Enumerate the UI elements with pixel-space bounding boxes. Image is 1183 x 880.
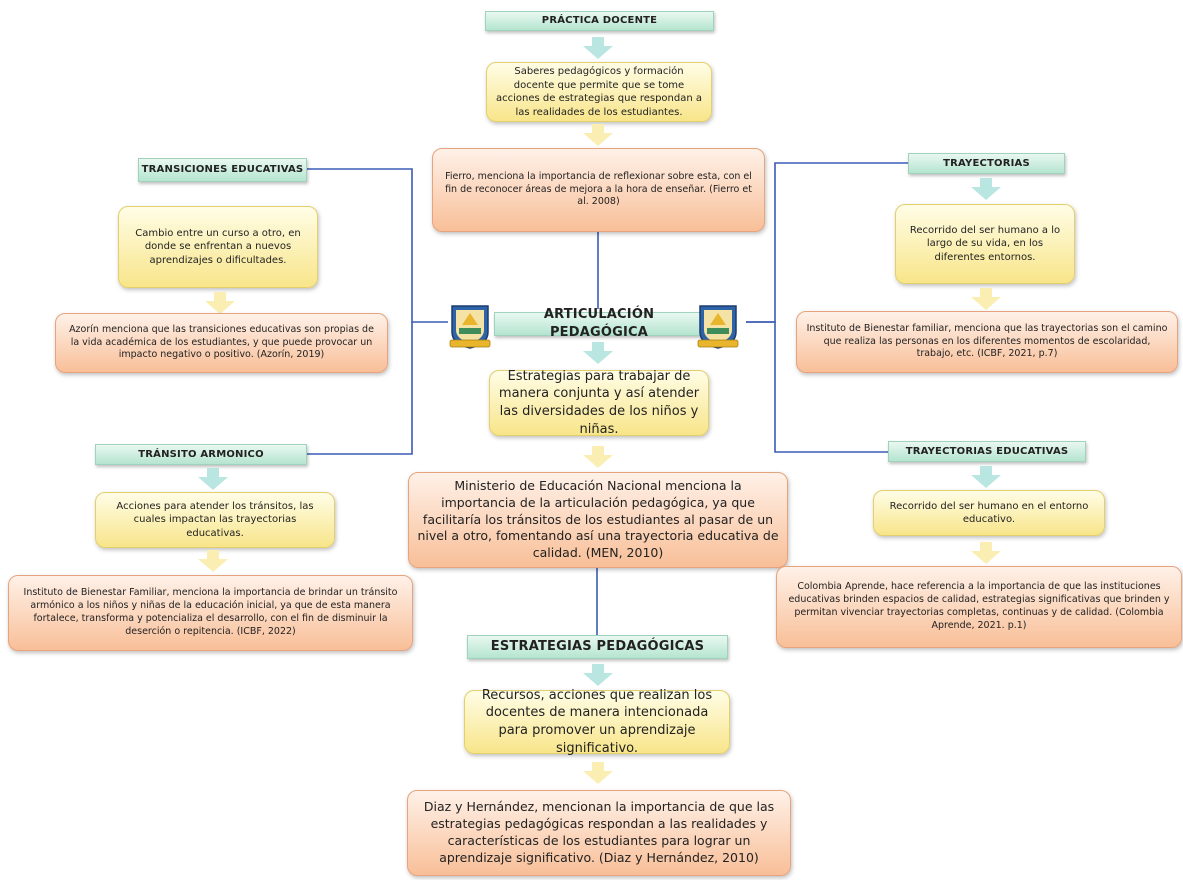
articulacion-pedagogica-citation: Ministerio de Educación Nacional mencion… <box>408 472 788 568</box>
arrow-down-icon <box>971 542 1001 564</box>
estrategias-pedagogicas-definition: Recursos, acciones que realizan los doce… <box>464 688 730 756</box>
trayectorias-educativas-header: TRAYECTORIAS EDUCATIVAS <box>888 441 1086 462</box>
connector-trayectorias <box>746 162 908 323</box>
arrow-down-icon <box>583 37 613 59</box>
arrow-down-icon <box>583 342 613 364</box>
arrow-down-icon <box>583 664 613 686</box>
arrow-down-icon <box>583 124 613 146</box>
arrow-down-icon <box>583 446 613 468</box>
estrategias-pedagogicas-citation: Diaz y Hernández, mencionan la importanc… <box>407 790 791 876</box>
trayectorias-header: TRAYECTORIAS <box>908 153 1065 174</box>
practica-docente-definition: Saberes pedagógicos y formación docente … <box>486 62 712 122</box>
arrow-down-icon <box>198 550 228 572</box>
transito-armonico-definition: Acciones para atender los tránsitos, las… <box>95 492 335 548</box>
connector-transiciones <box>307 168 448 323</box>
left-crest-icon <box>449 305 491 349</box>
articulacion-pedagogica-header: ARTICULACIÓN PEDAGÓGICA <box>494 307 704 340</box>
arrow-down-icon <box>971 466 1001 488</box>
articulacion-pedagogica-definition: Estrategias para trabajar de manera conj… <box>489 369 709 437</box>
arrow-down-icon <box>583 762 613 784</box>
transiciones-educativas-citation: Azorín menciona que las transiciones edu… <box>55 313 388 373</box>
arrow-down-icon <box>971 288 1001 310</box>
right-crest-icon <box>697 305 739 349</box>
arrow-down-icon <box>205 292 235 314</box>
transiciones-educativas-definition: Cambio entre un curso a otro, en donde s… <box>118 206 318 288</box>
transiciones-educativas-header: TRANSICIONES EDUCATIVAS <box>138 158 307 182</box>
arrow-down-icon <box>971 178 1001 200</box>
trayectorias-educativas-citation: Colombia Aprende, hace referencia a la i… <box>776 566 1182 648</box>
transito-armonico-header: TRÁNSITO ARMONICO <box>95 444 307 465</box>
arrow-down-icon <box>198 468 228 490</box>
trayectorias-definition: Recorrido del ser humano a lo largo de s… <box>895 204 1075 284</box>
practica-docente-citation: Fierro, menciona la importancia de refle… <box>432 148 765 232</box>
practica-docente-header: PRÁCTICA DOCENTE <box>485 11 714 31</box>
connector-trayectorias-educativas <box>746 321 888 453</box>
transito-armonico-citation: Instituto de Bienestar Familiar, mencion… <box>8 575 413 651</box>
trayectorias-citation: Instituto de Bienestar familiar, mencion… <box>796 311 1178 373</box>
estrategias-pedagogicas-header: ESTRATEGIAS PEDAGÓGICAS <box>467 635 728 659</box>
trayectorias-educativas-definition: Recorrido del ser humano en el entorno e… <box>873 490 1105 536</box>
connector-transito <box>307 322 413 455</box>
